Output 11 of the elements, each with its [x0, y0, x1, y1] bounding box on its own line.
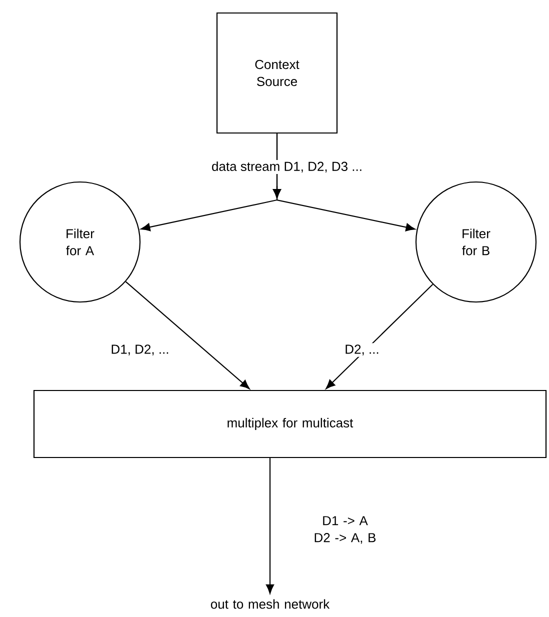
edge-label: D1, D2, ... — [109, 343, 171, 357]
edge-label: D1 -> A D2 -> A, B — [312, 514, 378, 546]
arrow — [125, 281, 250, 390]
output-label: out to mesh network — [210, 599, 330, 609]
arrow — [326, 284, 434, 390]
arrow — [266, 458, 274, 594]
process-box: Context Source — [216, 12, 338, 134]
edge-label: data stream D1, D2, D3 ... — [210, 160, 364, 174]
edge-label: D2, ... — [343, 343, 381, 357]
arrow — [272, 134, 416, 232]
process-box: multiplex for multicast — [33, 390, 547, 458]
